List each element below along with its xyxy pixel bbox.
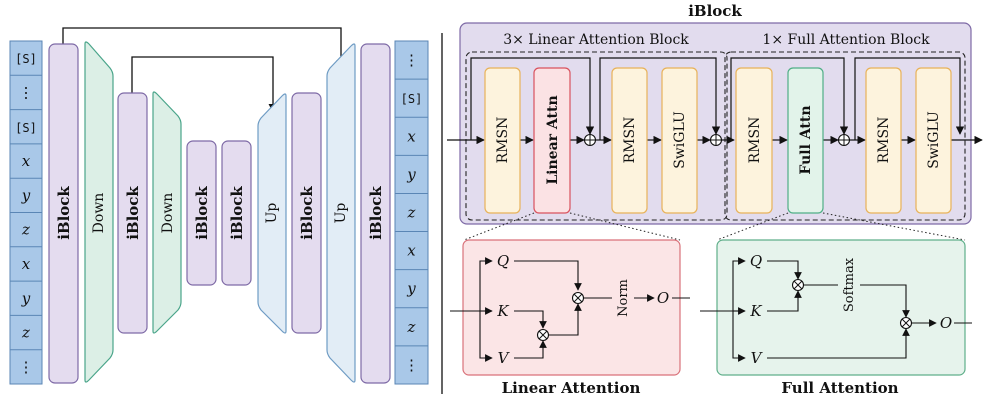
input-token: z	[21, 221, 30, 239]
swiglu-block-1: SwiGLU	[661, 67, 698, 214]
iblock-1: iBlock	[48, 43, 79, 384]
down-block-1-label: Down	[91, 193, 107, 234]
down-block-2-label: Down	[160, 193, 176, 234]
rmsn-label-1: RMSN	[495, 117, 511, 164]
rmsn-block-1: RMSN	[484, 67, 521, 214]
input-token: x	[22, 255, 31, 273]
output-token: ⋮	[404, 51, 419, 69]
output-token: y	[406, 280, 416, 298]
linear-q-label: Q	[497, 252, 509, 270]
skip-connections	[62, 27, 346, 113]
input-token: [S]	[15, 121, 37, 135]
swiglu-label-1: SwiGLU	[672, 111, 688, 169]
output-token: ⋮	[404, 356, 419, 374]
iblock-1-label: iBlock	[55, 186, 73, 240]
iblock-6: iBlock	[360, 43, 391, 384]
rmsn-block-2: RMSN	[611, 67, 648, 214]
iblock-5-label: iBlock	[298, 186, 316, 240]
swiglu-block-2: SwiGLU	[915, 67, 952, 214]
full-attention-caption: Full Attention	[781, 379, 898, 397]
full-attn-label: Full Attn	[798, 105, 814, 174]
iblock-2: iBlock	[117, 92, 148, 334]
iblock-3-label: iBlock	[193, 186, 211, 240]
iblock-detail-title: iBlock	[688, 2, 742, 20]
linear-group-label: 3× Linear Attention Block	[503, 32, 689, 48]
output-token: z	[407, 204, 416, 222]
rmsn-label-2: RMSN	[622, 117, 638, 164]
up-block-1: Up	[257, 93, 287, 334]
rmsn-block-3: RMSN	[735, 67, 773, 214]
full-o-label: O	[940, 314, 952, 332]
up-block-1-label: Up	[264, 203, 280, 224]
output-token: z	[407, 318, 416, 336]
linear-attn-label: Linear Attn	[545, 95, 561, 184]
linear-v-label: V	[498, 349, 511, 367]
rmsn-block-4: RMSN	[865, 67, 902, 214]
input-token: z	[21, 324, 30, 342]
down-block-1: Down	[84, 41, 114, 383]
output-token: x	[407, 242, 416, 260]
up-block-2: Up	[326, 43, 356, 383]
rmsn-label-3: RMSN	[747, 117, 763, 164]
input-token: [S]	[15, 52, 37, 66]
full-q-label: Q	[750, 252, 762, 270]
output-token: [S]	[401, 92, 423, 106]
full-softmax-label: Softmax	[842, 257, 857, 312]
iblock-6-label: iBlock	[367, 186, 385, 240]
full-attn-block: Full Attn	[787, 67, 824, 214]
iblock-4: iBlock	[221, 140, 252, 286]
iblock-3: iBlock	[186, 140, 217, 286]
up-block-2-label: Up	[333, 203, 349, 224]
iblock-2-label: iBlock	[124, 186, 142, 240]
iblock-4-label: iBlock	[228, 186, 246, 240]
linear-attn-block: Linear Attn	[533, 67, 571, 214]
zoom-lines	[463, 212, 966, 241]
swiglu-label-2: SwiGLU	[926, 111, 942, 169]
input-token: x	[22, 152, 31, 170]
linear-attention-caption: Linear Attention	[502, 379, 641, 397]
full-k-label: K	[749, 302, 762, 320]
output-token-column: ⋮ [S] x y z x y z ⋮	[394, 40, 429, 385]
full-v-label: V	[751, 349, 764, 367]
add-nodes	[583, 133, 851, 147]
input-token: y	[21, 289, 31, 307]
rmsn-label-4: RMSN	[876, 117, 892, 164]
full-attention-group	[724, 51, 966, 221]
output-token: y	[406, 165, 416, 183]
iblock-main-flow	[447, 57, 983, 145]
linear-o-label: O	[657, 289, 669, 307]
input-token: ⋮	[19, 358, 34, 376]
input-token: ⋮	[19, 83, 34, 101]
iblock-5: iBlock	[291, 92, 322, 334]
full-attention-panel: Q K V Softmax O	[700, 239, 972, 376]
linear-k-label: K	[496, 302, 509, 320]
linear-norm-label: Norm	[616, 279, 631, 317]
full-group-label: 1× Full Attention Block	[762, 32, 930, 48]
output-token: x	[407, 127, 416, 145]
down-block-2: Down	[152, 91, 182, 334]
linear-attention-panel: Q K V Norm O	[450, 239, 690, 376]
input-token: y	[21, 186, 31, 204]
